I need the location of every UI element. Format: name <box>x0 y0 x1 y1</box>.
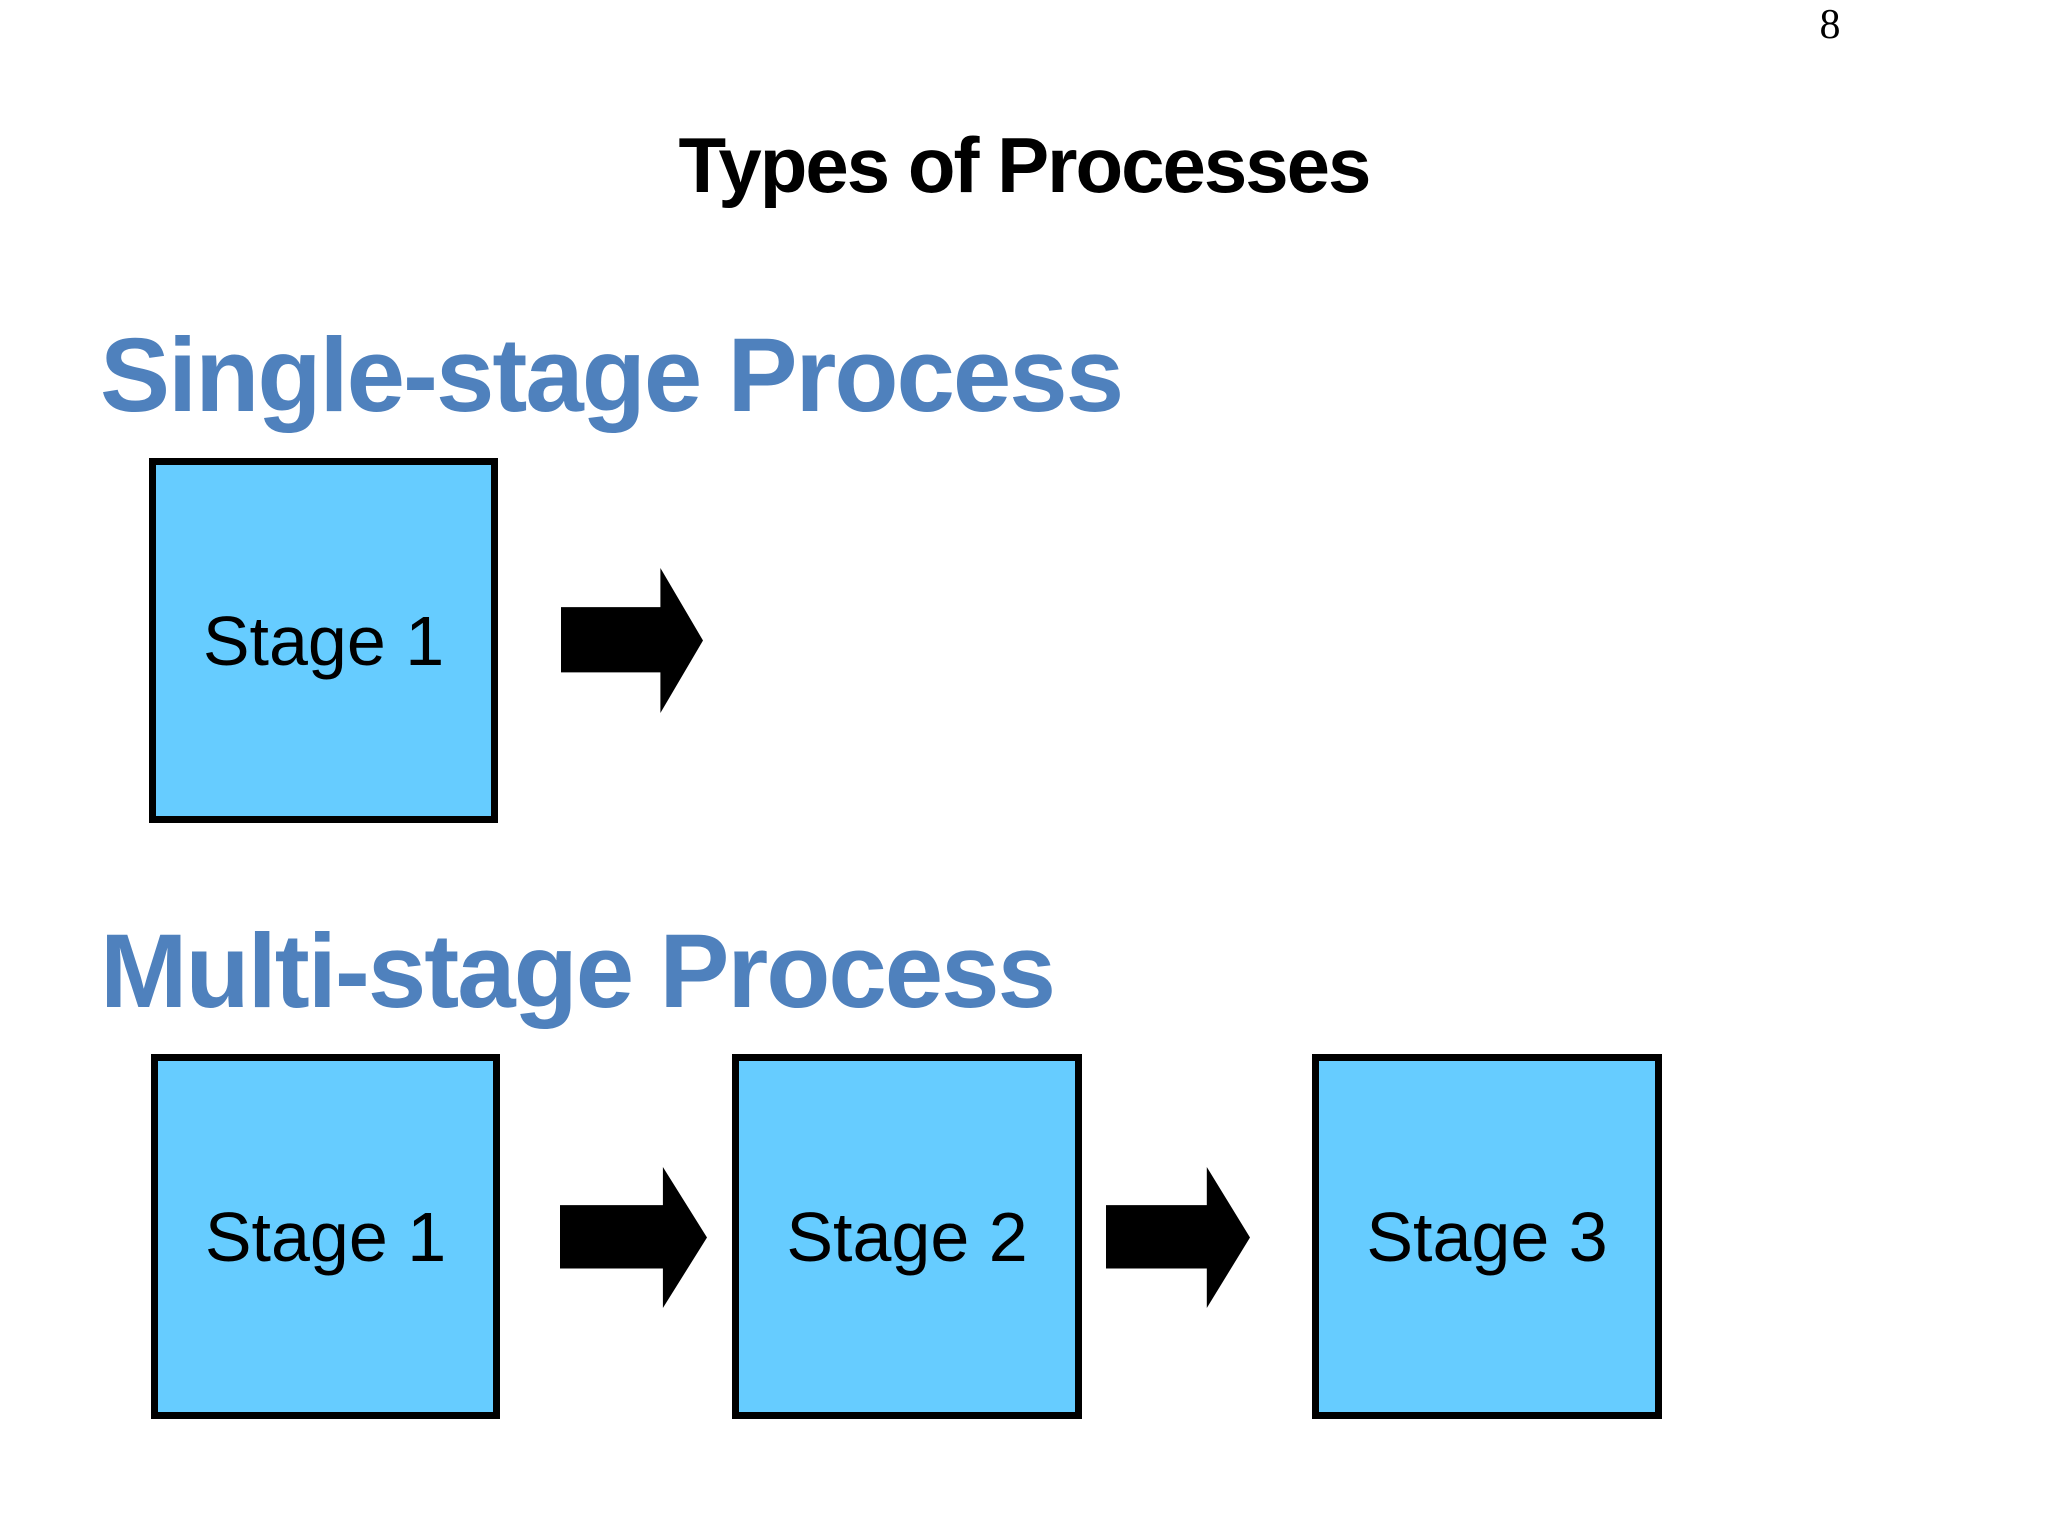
multi-stage-box-2-label: Stage 2 <box>786 1197 1028 1276</box>
right-arrow-icon <box>561 568 703 713</box>
multi-stage-box-3-label: Stage 3 <box>1366 1197 1608 1276</box>
multi-stage-box-1: Stage 1 <box>151 1054 500 1419</box>
single-stage-box-1-label: Stage 1 <box>202 601 445 680</box>
multi-stage-box-3: Stage 3 <box>1312 1054 1662 1419</box>
slide-title: Types of Processes <box>678 121 1372 209</box>
page-number: 8 <box>1819 2 1841 48</box>
multi-stage-box-1-label: Stage 1 <box>204 1197 447 1276</box>
right-arrow-icon <box>1106 1167 1250 1308</box>
right-arrow-icon <box>560 1167 707 1308</box>
single-stage-box-1: Stage 1 <box>149 458 498 823</box>
multi-stage-box-2: Stage 2 <box>732 1054 1082 1419</box>
heading-single-stage-process: Single-stage Process <box>100 317 1124 434</box>
heading-multi-stage-process: Multi-stage Process <box>100 913 1056 1030</box>
